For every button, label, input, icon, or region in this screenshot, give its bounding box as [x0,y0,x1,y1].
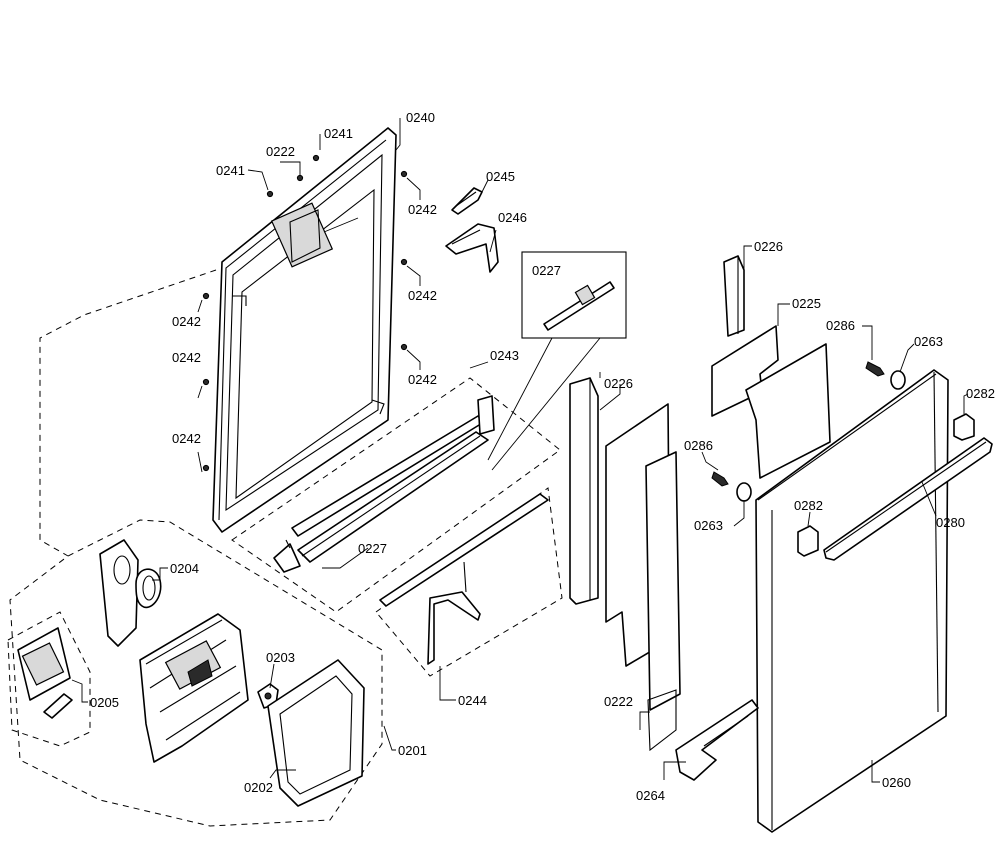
callout-0240: 0240 [406,110,435,125]
callout-0282: 0282 [794,498,823,513]
callout-0263: 0263 [914,334,943,349]
screws-washers [711,361,906,502]
electronic-module [139,613,249,763]
callout-0242: 0242 [172,350,201,365]
callout-0204: 0204 [170,561,199,576]
callout-0226: 0226 [754,239,783,254]
callout-0244: 0244 [458,693,487,708]
callout-0245: 0245 [486,169,515,184]
hinge-link-0246 [445,223,499,273]
hinge-bracket-0245 [451,187,483,215]
callout-0225: 0225 [792,296,821,311]
callout-labels: 0240 0241 0222 0241 0242 0242 0242 0242 … [90,110,995,803]
rail-dashed-outline [231,377,561,613]
callout-0242: 0242 [408,202,437,217]
callout-0286: 0286 [684,438,713,453]
side-trim-0226-rear [723,255,745,337]
callout-0246: 0246 [498,210,527,225]
detail-box-0227 [487,251,627,471]
panel-screws [202,154,408,472]
toekick-dashed-outline [375,487,563,677]
callout-0203: 0203 [266,650,295,665]
callout-0201: 0201 [398,743,427,758]
callout-0263: 0263 [694,518,723,533]
inner-door-panel [212,127,397,533]
end-caps-0282 [797,413,975,557]
callout-0222: 0222 [604,694,633,709]
toe-kick-0244 [379,493,549,665]
callout-0202: 0202 [244,780,273,795]
door-handle-0280 [823,437,993,561]
callout-0264: 0264 [636,788,665,803]
callout-0280: 0280 [936,515,965,530]
callout-0286: 0286 [826,318,855,333]
callout-0227: 0227 [358,541,387,556]
callout-0242: 0242 [172,314,201,329]
callout-0282: 0282 [966,386,995,401]
insulation-panel-0222 [605,403,681,752]
callout-0242: 0242 [408,372,437,387]
bottom-trim-0264 [675,699,759,781]
callout-0205: 0205 [90,695,119,710]
callout-0222: 0222 [266,144,295,159]
control-cover-0204 [99,539,162,647]
switch-panel-0205 [17,627,73,719]
side-trim-0226-front [569,377,599,605]
callout-0227: 0227 [532,263,561,278]
module-outline-0205 [7,611,91,747]
callout-0241: 0241 [216,163,245,178]
callout-0260: 0260 [882,775,911,790]
callout-0242: 0242 [172,431,201,446]
insulation-panel-0225 [711,325,831,479]
callout-0242: 0242 [408,288,437,303]
assembly-dashed-outline [39,269,217,557]
callout-0243: 0243 [490,348,519,363]
outer-door-panel-0260 [755,369,949,833]
leader-lines [71,118,969,783]
gasket-frame-0202 [267,659,365,807]
control-assembly-outline-0201 [9,519,383,827]
callout-0226: 0226 [604,376,633,391]
callout-0241: 0241 [324,126,353,141]
door-rail-0243 [273,395,495,573]
